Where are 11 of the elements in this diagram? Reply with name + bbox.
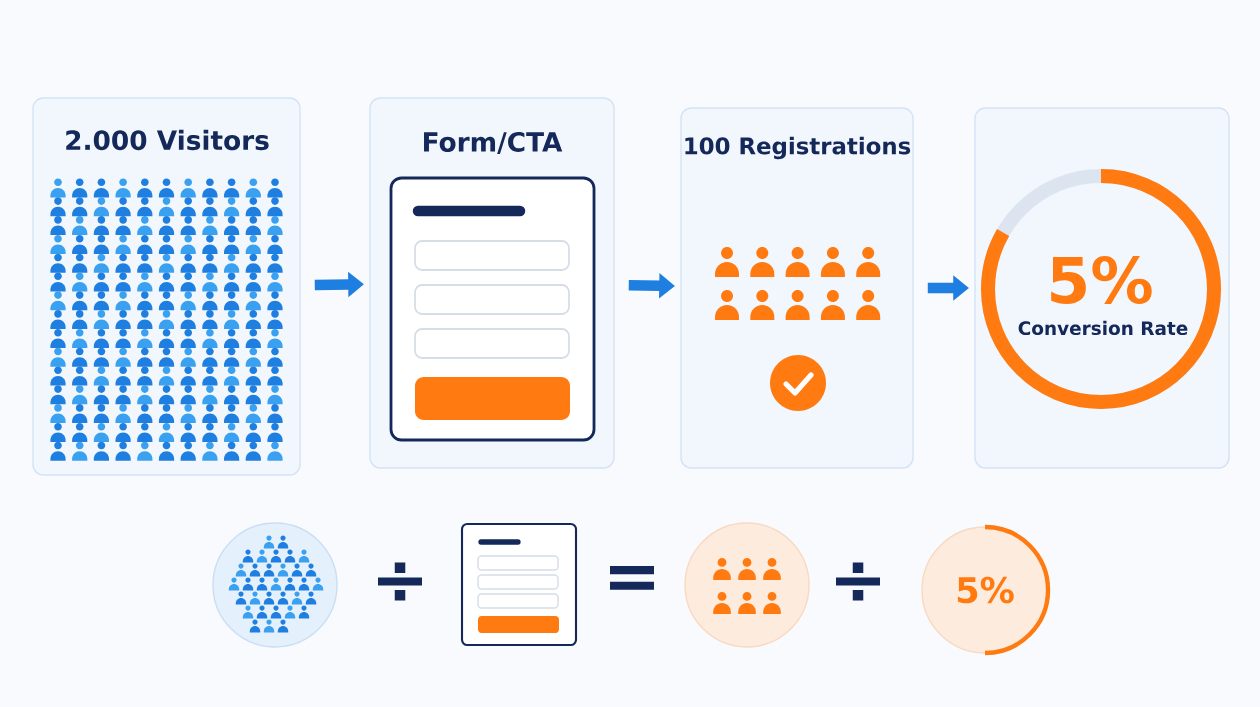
ring-label: Conversion Rate (1018, 320, 1188, 336)
percentage-value: 5% (1051, 256, 1152, 304)
people-circle (212, 522, 338, 648)
operator-sign: ÷ (378, 562, 422, 601)
form-thumbnail (460, 522, 578, 647)
card-title: 2.000 Visitors (66, 129, 269, 151)
operator-sign: ÷ (836, 562, 880, 601)
card-title: Form/CTA (424, 132, 563, 154)
people-circle (684, 522, 810, 648)
operator-sign: = (610, 566, 654, 590)
card-title: 100 Registrations (685, 136, 911, 160)
